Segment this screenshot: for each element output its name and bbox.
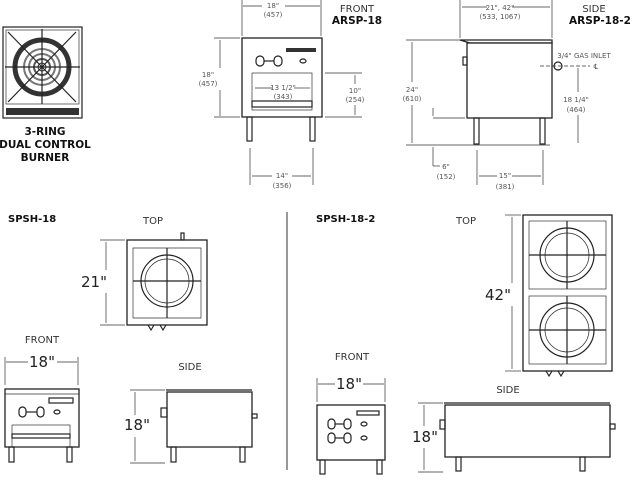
arsp18-model: ARSP-18 — [332, 15, 382, 27]
spsh18-side-label: SIDE — [178, 362, 201, 373]
burner-icon — [2, 26, 83, 119]
arsp18-height: 18" — [202, 71, 214, 79]
arsp18-2-side-drawing — [406, 0, 590, 185]
arsp18-2-legs: 15" — [499, 172, 511, 180]
spsh18-2-front-dim: 18" — [336, 375, 362, 393]
arsp18-opening: 13 1/2" — [270, 84, 296, 92]
spsh18-2-front-drawing — [316, 378, 386, 475]
arsp18-width-mm: (457) — [264, 11, 283, 19]
arsp18-height-mm: (457) — [199, 80, 218, 88]
spsh18-2-side-label: SIDE — [496, 385, 519, 396]
spsh18-front-dim: 18" — [29, 353, 55, 371]
spsh18-2-front-label: FRONT — [335, 352, 370, 363]
arsp18-2-depth-mm: (533, 1067) — [479, 13, 520, 21]
spsh18-2-model: SPSH-18-2 — [316, 214, 375, 225]
spsh18-2-top-drawing — [505, 214, 613, 378]
spsh18-front-label: FRONT — [25, 335, 60, 346]
spsh18-side-drawing — [130, 389, 258, 464]
arsp18-width: 18" — [267, 2, 279, 10]
arsp18-legs: 14" — [276, 172, 288, 180]
arsp18-opening-h: 10" — [349, 87, 361, 95]
arsp18-2-view-label: SIDE — [582, 4, 605, 15]
leg-height-mm: (152) — [437, 173, 456, 181]
arsp18-opening-mm: (343) — [274, 93, 293, 101]
leg-height: 6" — [442, 163, 450, 171]
arsp18-opening-h-mm: (254) — [346, 96, 365, 104]
arsp18-view-label: FRONT — [340, 4, 375, 15]
centerline-symbol: ℄ — [594, 63, 599, 71]
spsh18-top-label: TOP — [142, 216, 163, 227]
spsh18-2-top-label: TOP — [455, 216, 476, 227]
spsh18-2-side-drawing — [418, 402, 616, 473]
arsp18-2-height-mm: (610) — [403, 95, 422, 103]
spsh18-top-dim: 21" — [81, 273, 107, 291]
arsp18-legs-mm: (356) — [273, 182, 292, 190]
inlet-height: 18 1/4" — [563, 96, 589, 104]
gas-inlet-label: 3/4" GAS INLET — [557, 52, 611, 60]
spsh18-front-drawing — [4, 357, 80, 463]
arsp18-2-legs-mm: (381) — [496, 183, 515, 191]
arsp18-2-model: ARSP-18-2 — [569, 15, 631, 27]
spsh18-2-side-dim: 18" — [412, 428, 438, 446]
arsp18-2-height: 24" — [406, 86, 418, 94]
inlet-height-mm: (464) — [567, 106, 586, 114]
burner-label-1: 3-RING — [24, 126, 65, 138]
arsp18-2-depth: 21", 42" — [486, 4, 515, 12]
spsh18-top-drawing — [100, 232, 208, 332]
burner-label-3: BURNER — [21, 152, 70, 164]
burner-label-2: DUAL CONTROL — [0, 139, 91, 151]
spsh18-side-dim: 18" — [124, 416, 150, 434]
arsp18-front-drawing — [214, 0, 362, 185]
spsh18-model: SPSH-18 — [8, 214, 56, 225]
spsh18-2-top-dim: 42" — [485, 286, 511, 304]
